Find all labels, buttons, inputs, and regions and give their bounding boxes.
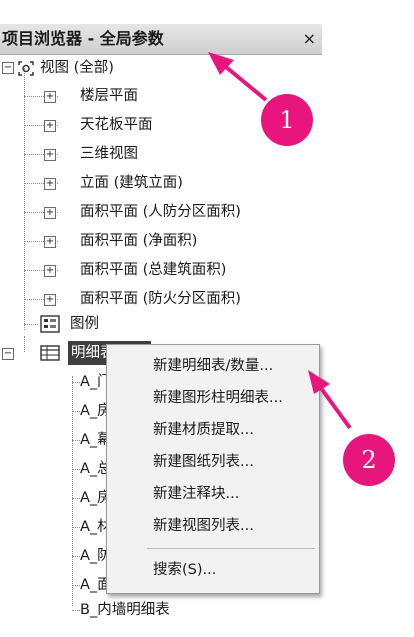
tree-guide-line	[24, 336, 25, 352]
tree-node-label: 图例	[70, 316, 99, 332]
menu-item-search[interactable]: 搜索(S)...	[107, 555, 319, 585]
menu-item-label: 搜索(S)...	[153, 562, 217, 578]
panel-title: 项目浏览器 - 全局参数	[2, 29, 164, 48]
context-menu: 新建明细表/数量... 新建图形柱明细表... 新建材质提取... 新建图纸列表…	[106, 344, 320, 594]
annotation-badge-1: 1	[261, 94, 313, 146]
menu-item-label: 新建明细表/数量...	[153, 358, 274, 374]
collapse-icon[interactable]: −	[2, 348, 14, 360]
menu-item-label: 新建视图列表...	[153, 518, 254, 534]
tree-connector	[24, 299, 58, 300]
menu-item-new-column-schedule[interactable]: 新建图形柱明细表...	[107, 383, 319, 413]
close-icon[interactable]: ×	[302, 29, 316, 48]
tree-node-elevations[interactable]: + 立面 (建筑立面)	[0, 171, 322, 195]
menu-item-new-schedule[interactable]: 新建明细表/数量...	[107, 351, 319, 381]
tree-guide-line	[24, 68, 25, 330]
expand-icon[interactable]: +	[44, 120, 56, 132]
tree-connector	[24, 241, 58, 242]
views-icon	[18, 61, 34, 76]
tree-node-legends[interactable]: 图例	[0, 312, 322, 336]
tree-node-label: 楼层平面	[80, 88, 138, 104]
expand-icon[interactable]: +	[44, 265, 56, 277]
schedule-icon	[40, 345, 60, 361]
menu-item-new-note-block[interactable]: 新建注释块...	[107, 479, 319, 509]
annotation-badge-2: 2	[343, 434, 395, 486]
tree-node-label: 面积平面 (净面积)	[80, 233, 198, 249]
tree-node-area-plan-gross[interactable]: + 面积平面 (总建筑面积)	[0, 258, 322, 282]
menu-item-label: 新建图纸列表...	[153, 454, 254, 470]
tree-connector	[72, 469, 80, 470]
expand-icon[interactable]: +	[44, 207, 56, 219]
tree-node-area-plan-civil-defense[interactable]: + 面积平面 (人防分区面积)	[0, 200, 322, 224]
tree-guide-line	[72, 376, 73, 606]
menu-item-new-sheet-list[interactable]: 新建图纸列表...	[107, 447, 319, 477]
menu-item-new-view-list[interactable]: 新建视图列表...	[107, 511, 319, 541]
tree-connector	[72, 411, 80, 412]
expand-icon[interactable]: +	[44, 178, 56, 190]
expand-icon[interactable]: +	[44, 91, 56, 103]
menu-item-label: 新建材质提取...	[153, 422, 254, 438]
tree-connector	[24, 324, 38, 325]
project-browser-titlebar: 项目浏览器 - 全局参数 ×	[0, 24, 322, 55]
schedule-item[interactable]: B_内墙明细表	[0, 598, 322, 622]
tree-node-label: 天花板平面	[80, 117, 153, 133]
tree-node-3d-views[interactable]: + 三维视图	[0, 142, 322, 166]
tree-connector	[72, 556, 80, 557]
tree-node-floor-plans[interactable]: + 楼层平面	[0, 84, 322, 108]
tree-node-area-plan-net[interactable]: + 面积平面 (净面积)	[0, 229, 322, 253]
tree-connector	[24, 183, 58, 184]
expand-icon[interactable]: +	[44, 149, 56, 161]
tree-connector	[24, 125, 58, 126]
tree-connector	[24, 154, 58, 155]
menu-item-new-material-takeoff[interactable]: 新建材质提取...	[107, 415, 319, 445]
tree-node-label: 三维视图	[80, 146, 138, 162]
tree-node-ceiling-plans[interactable]: + 天花板平面	[0, 113, 322, 137]
tree-connector	[24, 212, 58, 213]
tree-connector	[24, 270, 58, 271]
collapse-icon[interactable]: −	[2, 62, 14, 74]
tree-connector	[72, 610, 80, 611]
tree-connector	[72, 585, 80, 586]
menu-item-label: 新建图形柱明细表...	[153, 390, 283, 406]
tree-node-area-plan-fire[interactable]: + 面积平面 (防火分区面积)	[0, 287, 322, 311]
tree-node-label: 立面 (建筑立面)	[80, 175, 183, 191]
tree-connector	[72, 498, 80, 499]
tree-node-views[interactable]: − 视图 (全部)	[0, 56, 322, 80]
expand-icon[interactable]: +	[44, 236, 56, 248]
expand-icon[interactable]: +	[44, 294, 56, 306]
tree-connector	[72, 527, 80, 528]
tree-node-label: 面积平面 (人防分区面积)	[80, 204, 241, 220]
menu-separator	[147, 548, 315, 549]
legend-icon	[40, 315, 60, 333]
tree-connector	[72, 382, 80, 383]
schedule-item-label: B_内墙明细表	[80, 602, 170, 618]
tree-connector	[72, 440, 80, 441]
tree-node-label: 面积平面 (总建筑面积)	[80, 262, 227, 278]
menu-item-label: 新建注释块...	[153, 486, 240, 502]
tree-node-label: 面积平面 (防火分区面积)	[80, 291, 241, 307]
tree-connector	[24, 96, 58, 97]
tree-node-label: 视图 (全部)	[40, 60, 114, 76]
